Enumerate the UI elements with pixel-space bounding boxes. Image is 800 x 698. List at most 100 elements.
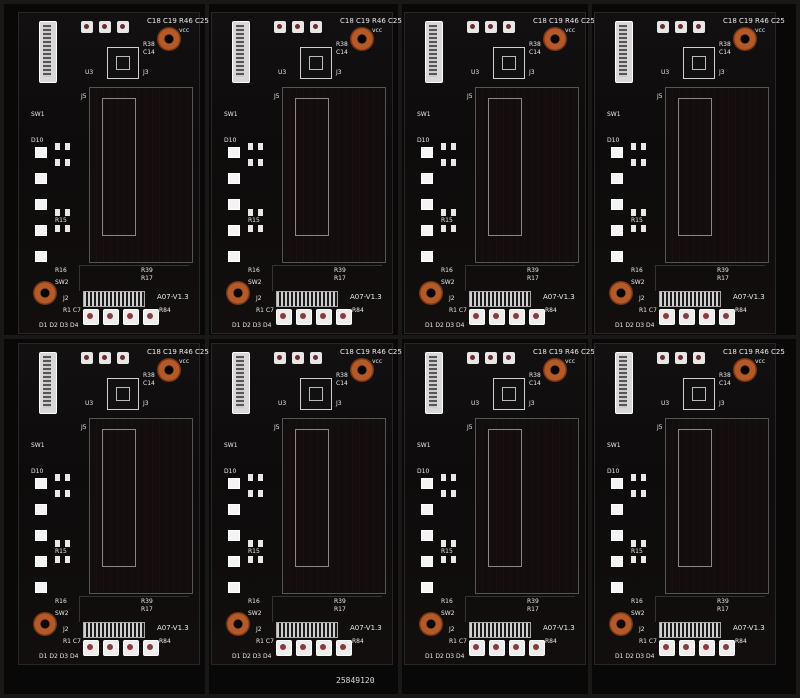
top-button-3 [310,21,322,33]
r84-label: R84 [159,638,171,645]
sw1-label: SW1 [224,442,238,449]
pcb-board-5: C18 C19 R46 C25 vcc R38 C14 J3 U3 J5 SW1… [18,343,209,665]
fpc-connector [425,352,443,414]
r17-label: R17 [334,275,346,282]
smd-pad [248,540,253,547]
trace [465,265,575,266]
microcontroller-chip [493,378,525,410]
smd-pad [441,540,446,547]
microcontroller-chip [683,378,715,410]
trace [272,596,382,597]
mounting-hole-top-right [733,27,757,51]
version-label: A07-V1.3 [543,624,575,632]
r38-label: R38 [719,41,731,48]
c14-label: C14 [719,49,731,56]
r39-label: R39 [717,598,729,605]
version-label: A07-V1.3 [543,293,575,301]
vcc-label: vcc [565,358,576,365]
mounting-hole-top-right [157,27,181,51]
top-component-labels: C18 C19 R46 C25 [340,17,402,25]
mounting-hole-bottom-left [419,612,443,636]
mounting-hole-bottom-left [226,281,250,305]
tactile-button-2 [103,640,119,656]
smd-pad [631,474,636,481]
smd-pad [631,556,636,563]
tactile-button-2 [679,309,695,325]
trace [79,596,80,622]
r15-label: R15 [55,548,67,555]
led-2 [228,504,240,515]
r16-label: R16 [248,267,260,274]
u3-label: U3 [471,69,480,76]
r16-label: R16 [631,267,643,274]
smd-pad [451,556,456,563]
led-3 [35,530,47,541]
vcc-label: vcc [372,27,383,34]
r17-label: R17 [141,606,153,613]
j2-label: J2 [63,626,69,633]
j5-label: J5 [274,93,280,100]
top-button-3 [693,352,705,364]
r84-label: R84 [545,638,557,645]
smd-pad [258,225,263,232]
r84-label: R84 [735,638,747,645]
r16-label: R16 [55,267,67,274]
led-4 [35,556,47,567]
pcb-board-7: C18 C19 R46 C25 vcc R38 C14 J3 U3 J5 SW1… [404,343,595,665]
microcontroller-chip [683,47,715,79]
vcc-label: vcc [179,358,190,365]
smd-pad [441,143,446,150]
smd-pad [248,556,253,563]
led-5 [611,251,623,262]
r17-label: R17 [141,275,153,282]
fpc-connector [615,21,633,83]
sw2-label: SW2 [631,279,645,286]
smd-pad [55,556,60,563]
trace [655,596,656,622]
smd-pad [441,225,446,232]
mounting-hole-bottom-left [226,612,250,636]
tactile-button-2 [296,309,312,325]
r15-label: R15 [248,217,260,224]
j2-label: J2 [256,295,262,302]
top-component-labels: C18 C19 R46 C25 [723,348,785,356]
top-button-1 [657,352,669,364]
top-button-2 [675,352,687,364]
fpc-connector [232,21,250,83]
c14-label: C14 [529,380,541,387]
smd-pad [248,159,253,166]
mounting-hole-bottom-left [419,281,443,305]
d-row-label: D1 D2 D3 D4 [425,653,465,660]
u3-label: U3 [278,69,287,76]
r1-c7-label: R1 C7 [639,307,657,314]
smd-pad [441,490,446,497]
fpc-pad-strip [276,622,338,638]
display-footprint [282,87,386,263]
led-1 [611,147,623,158]
tactile-button-1 [659,640,675,656]
smd-pad [258,490,263,497]
trace [465,265,466,291]
display-window [488,98,522,236]
tactile-button-1 [469,640,485,656]
u3-label: U3 [661,69,670,76]
r15-label: R15 [248,548,260,555]
top-component-labels: C18 C19 R46 C25 [147,348,209,356]
smd-pad [451,540,456,547]
pcb-board-3: C18 C19 R46 C25 vcc R38 C14 J3 U3 J5 SW1… [404,12,595,334]
smd-pad [65,556,70,563]
j3-label: J3 [143,400,149,407]
bottom-button-row [653,309,753,325]
tactile-button-4 [719,640,735,656]
d10-label: D10 [31,137,44,144]
r39-label: R39 [334,267,346,274]
panel-rail-left [0,0,4,698]
sw2-label: SW2 [55,279,69,286]
smd-pad [55,143,60,150]
r17-label: R17 [527,606,539,613]
tactile-button-2 [489,640,505,656]
tactile-button-4 [336,640,352,656]
led-3 [228,530,240,541]
smd-pad [631,159,636,166]
